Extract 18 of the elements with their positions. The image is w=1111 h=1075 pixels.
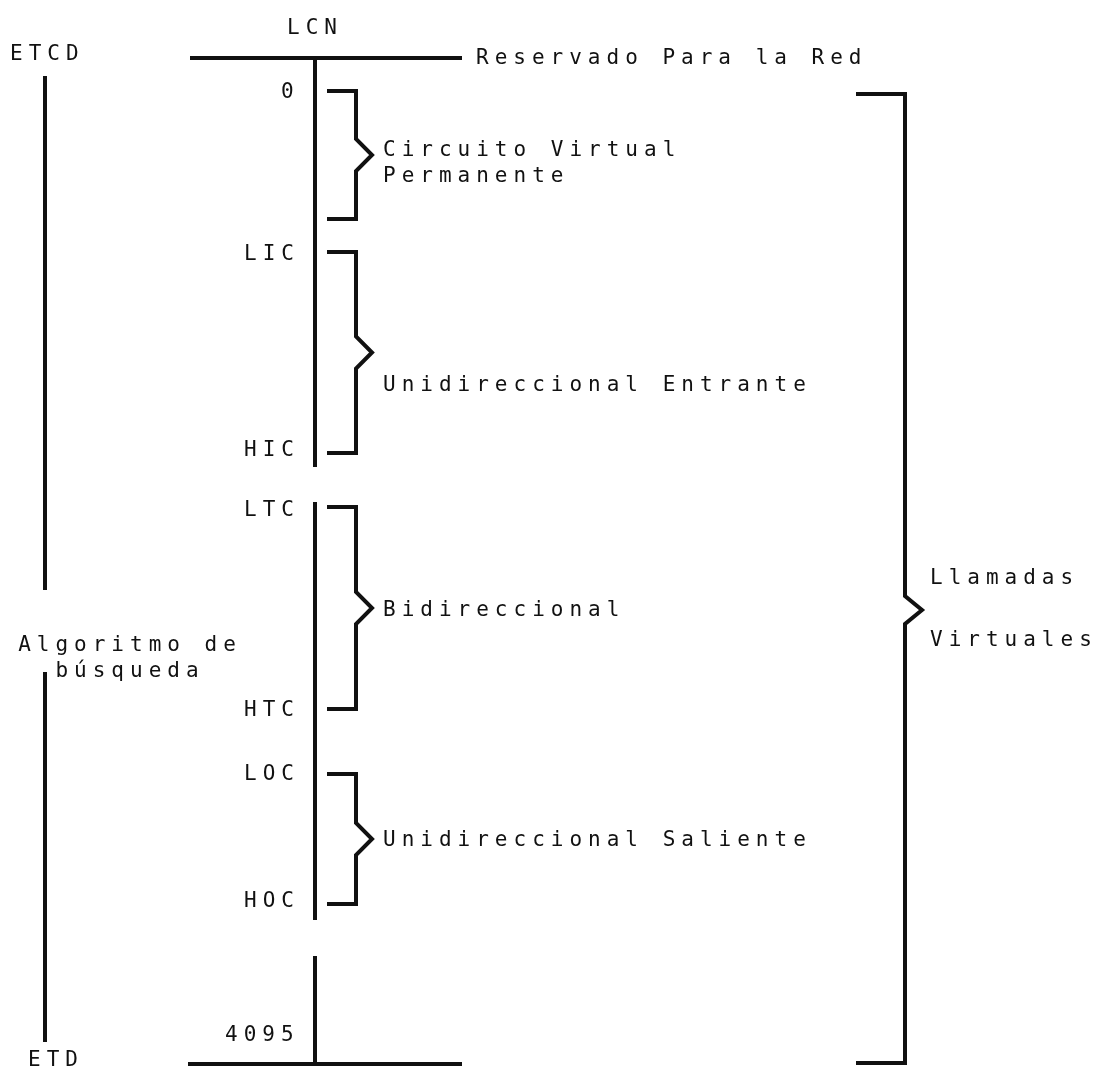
range-value: LTC: [244, 496, 300, 522]
side-label: Algoritmo de búsqueda: [17, 631, 243, 683]
range-value: 4095: [225, 1021, 300, 1047]
range-label: Circuito Virtual Permanente: [383, 136, 683, 188]
end-label: ETD: [28, 1046, 84, 1072]
range-label: Reservado Para la Red: [476, 44, 868, 70]
range-value: LOC: [244, 760, 300, 786]
range-label: Unidireccional Saliente: [383, 826, 812, 852]
range-label: Unidireccional Entrante: [383, 371, 812, 397]
range-value: LIC: [244, 240, 300, 266]
column-heading: LCN: [287, 14, 343, 40]
range-value: HOC: [244, 887, 300, 913]
end-label: ETCD: [10, 40, 85, 66]
range-value: HIC: [244, 436, 300, 462]
range-value: 0: [281, 78, 300, 104]
range-label: Bidireccional: [383, 596, 626, 622]
range-label: Llamadas Virtuales: [930, 564, 1099, 653]
range-value: HTC: [244, 696, 300, 722]
